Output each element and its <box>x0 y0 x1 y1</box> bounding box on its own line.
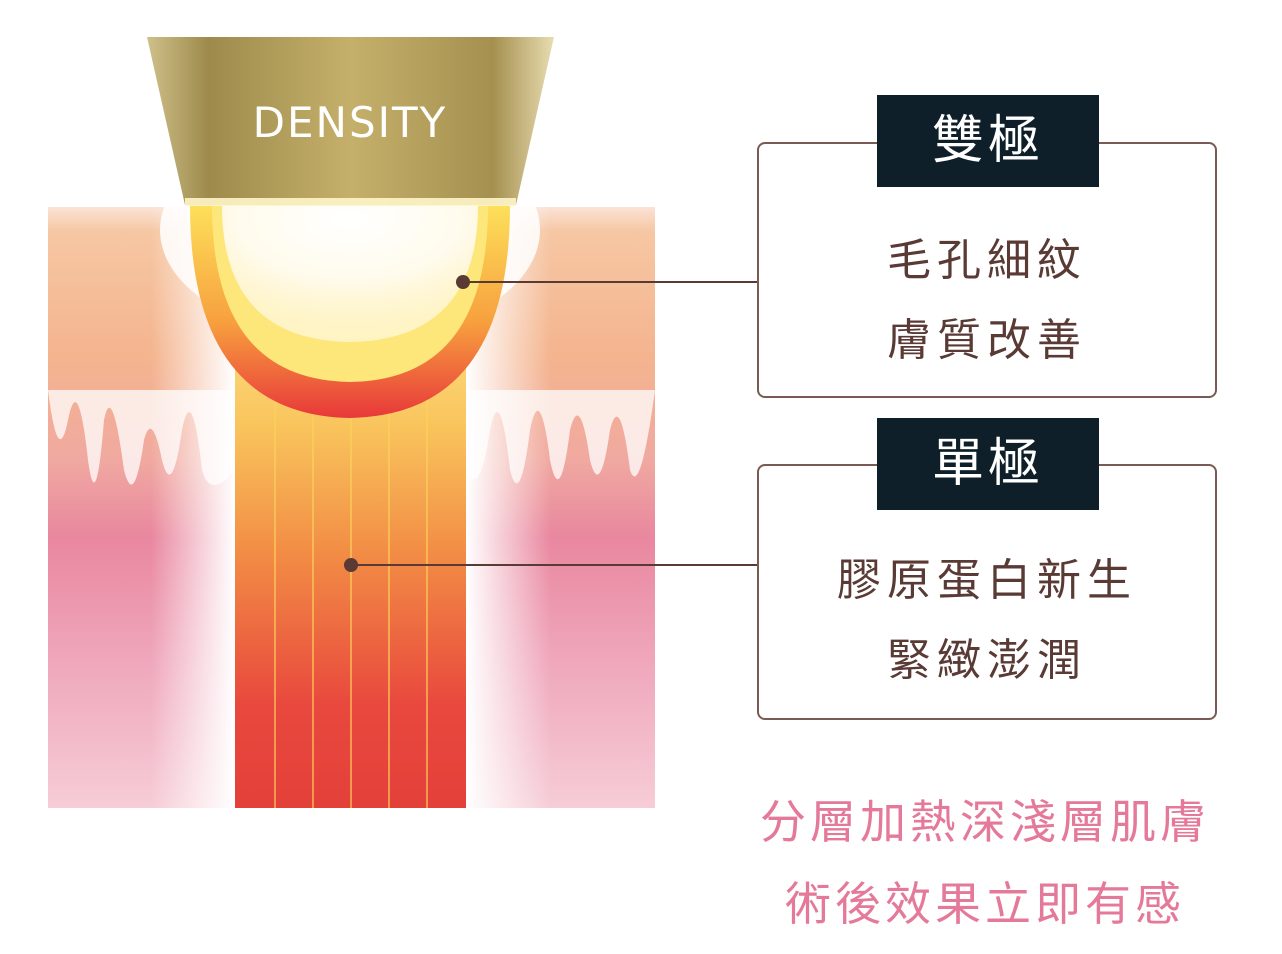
footer-line-2: 術後效果立即有感 <box>785 877 1185 931</box>
device-label: DENSITY <box>252 98 448 147</box>
bipolar-heat-ring <box>190 205 510 418</box>
bipolar-line-2: 膚質改善 <box>887 315 1087 366</box>
monopolar-title: 單極 <box>877 418 1099 510</box>
skin-right <box>466 207 655 808</box>
bipolar-line-1: 毛孔細紋 <box>887 235 1087 286</box>
bipolar-title: 雙極 <box>877 95 1099 187</box>
footer-line-1: 分層加熱深淺層肌膚 <box>760 795 1210 849</box>
density-device <box>147 37 554 206</box>
connector-dot-monopolar <box>344 558 358 572</box>
connectors <box>344 275 758 572</box>
monopolar-line-2: 緊緻澎潤 <box>887 635 1087 686</box>
connector-dot-bipolar <box>456 275 470 289</box>
monopolar-line-1: 膠原蛋白新生 <box>837 555 1137 606</box>
